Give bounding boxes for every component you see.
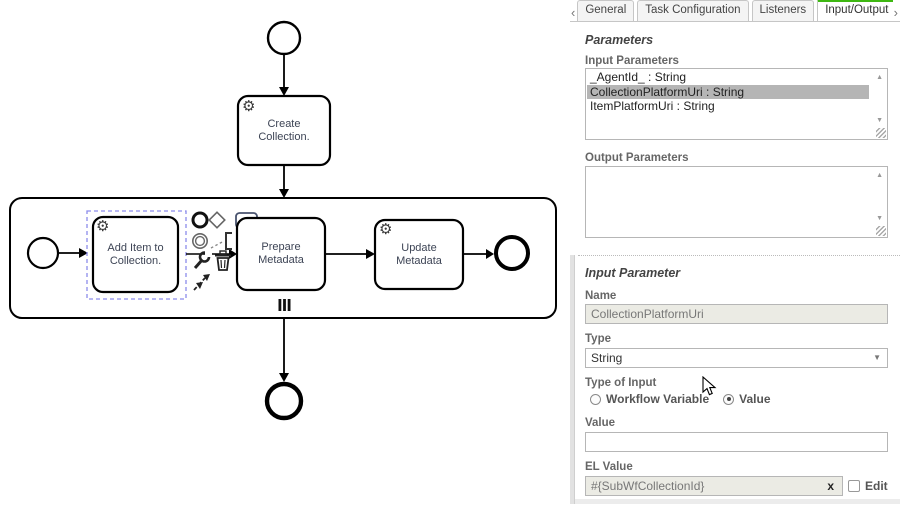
type-select[interactable]: String ▼ <box>585 348 888 368</box>
list-item[interactable]: ItemPlatformUri : String <box>590 99 715 113</box>
append-intermediate-event-icon[interactable] <box>192 233 209 250</box>
output-parameters-label: Output Parameters <box>585 152 689 164</box>
value-radio-label[interactable]: Value <box>739 392 771 406</box>
type-label: Type <box>585 333 611 345</box>
selection-outline <box>86 210 187 300</box>
edit-checkbox[interactable] <box>848 480 860 492</box>
scroll-up-icon[interactable]: ▲ <box>876 74 883 81</box>
output-parameters-list[interactable]: ▲ ▼ <box>585 166 888 238</box>
tab-general[interactable]: General <box>577 0 635 21</box>
append-end-event-icon[interactable] <box>191 211 209 229</box>
gear-icon: ⚙ <box>96 218 110 235</box>
connect-arrow-icon[interactable] <box>193 274 210 291</box>
tab-task-configuration[interactable]: Task Configuration <box>637 0 749 21</box>
clear-x-icon[interactable]: x <box>827 479 834 493</box>
task-add-item-shape[interactable] <box>91 215 180 294</box>
dropdown-arrow-icon: ▼ <box>873 353 881 362</box>
tab-listeners[interactable]: Listeners <box>751 0 815 21</box>
gear-icon: ⚙ <box>379 221 393 238</box>
input-parameters-label: Input Parameters <box>585 55 679 67</box>
name-label: Name <box>585 290 617 302</box>
scroll-up-icon[interactable]: ▲ <box>876 172 883 179</box>
edit-checkbox-label[interactable]: Edit <box>865 479 888 493</box>
append-text-annotation-icon[interactable] <box>210 232 232 250</box>
scroll-down-icon[interactable]: ▼ <box>876 117 883 124</box>
bpmn-diagram-svg <box>9 20 557 421</box>
workflow-variable-radio[interactable] <box>590 393 601 405</box>
subprocess-start-event[interactable] <box>26 236 60 270</box>
chevron-left-icon[interactable]: ‹ <box>571 5 576 20</box>
subprocess-shape[interactable] <box>9 197 557 319</box>
panel-bottom-strip <box>575 499 900 504</box>
name-field[interactable]: CollectionPlatformUri <box>585 304 888 324</box>
el-value-field[interactable]: #{SubWfCollectionId} x <box>585 476 843 496</box>
input-parameter-section-title: Input Parameter <box>585 266 681 280</box>
value-field[interactable] <box>585 432 888 452</box>
type-select-value: String <box>591 351 623 365</box>
panel-left-gutter <box>570 255 575 504</box>
start-event[interactable] <box>266 20 302 56</box>
value-label: Value <box>585 417 616 429</box>
chevron-right-icon[interactable]: › <box>893 5 898 20</box>
list-item[interactable]: CollectionPlatformUri : String <box>587 84 869 99</box>
append-gateway-icon[interactable] <box>208 211 226 229</box>
scroll-down-icon[interactable]: ▼ <box>876 215 883 222</box>
sequence-flow-arrowhead <box>279 373 289 382</box>
el-value-label: EL Value <box>585 461 633 473</box>
delete-trash-icon[interactable] <box>215 250 231 271</box>
sequence-flow-arrowhead <box>366 249 375 259</box>
resize-grip-icon[interactable] <box>876 128 886 138</box>
el-value-text: #{SubWfCollectionId} <box>591 479 705 493</box>
task-prepare-metadata-shape[interactable] <box>235 216 327 292</box>
multi-instance-marker-icon <box>278 299 291 311</box>
gear-icon: ⚙ <box>242 98 256 115</box>
resize-grip-icon[interactable] <box>876 226 886 236</box>
sequence-flow-arrowhead <box>79 248 88 258</box>
list-item[interactable]: _AgentId_ : String <box>590 70 687 84</box>
parameters-section-title: Parameters <box>585 33 654 47</box>
value-radio[interactable] <box>723 393 735 405</box>
bpmn-canvas[interactable]: Create Collection. Add Item to Collectio… <box>0 0 570 504</box>
type-of-input-radio-group: Workflow Variable Value <box>590 392 771 406</box>
change-type-wrench-icon[interactable] <box>193 250 212 269</box>
subprocess-end-event[interactable] <box>494 235 530 271</box>
output-parameters-items <box>587 168 869 236</box>
workflow-variable-radio-label[interactable]: Workflow Variable <box>606 392 710 406</box>
sequence-flow-arrowhead <box>279 87 289 96</box>
tab-input-output[interactable]: Input/Output <box>817 0 893 21</box>
sequence-flow-arrowhead <box>486 249 494 259</box>
section-divider <box>578 255 900 256</box>
sequence-flow-arrowhead <box>279 189 289 198</box>
sequence-flow-arrowhead <box>229 249 237 259</box>
end-event[interactable] <box>264 381 304 421</box>
type-of-input-label: Type of Input <box>585 377 657 389</box>
